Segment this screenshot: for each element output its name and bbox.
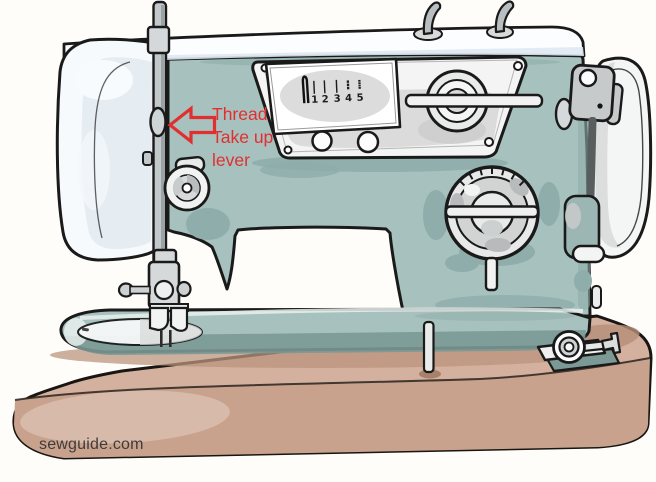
- hand-crank: [536, 330, 622, 373]
- thread-guide: [142, 151, 153, 166]
- bed-support-pin: [422, 320, 435, 374]
- panel-screw: [283, 145, 293, 155]
- panel-button-left: [311, 130, 333, 152]
- clamp-thumbscrew-right: [176, 280, 192, 298]
- rod-bracket: [146, 25, 171, 55]
- spool-pin-left: [413, 1, 443, 41]
- presser-foot: [148, 306, 170, 332]
- pattern-selector-dial: [444, 165, 540, 292]
- control-panel: | | | ⁝ ⁞ 1 2 3 4 5: [251, 55, 544, 160]
- stitch-mark: |: [322, 79, 327, 94]
- dial-ticks: [459, 168, 525, 187]
- feed-slot: [81, 327, 89, 332]
- needle: [169, 330, 172, 347]
- annotation-line: Thread: [212, 104, 268, 124]
- knob-lever-bar: [404, 93, 544, 108]
- annotation-line: lever: [212, 150, 250, 170]
- stitch-number: 3: [333, 94, 340, 105]
- stitch-mark: |: [334, 79, 339, 94]
- spool-pin-right: [486, 0, 515, 39]
- watermark-text: sewguide.com: [39, 436, 144, 453]
- base-seam: [14, 357, 651, 401]
- stitch-mark: ⁞: [357, 78, 363, 93]
- dial-stem: [484, 256, 499, 292]
- stitch-number: 5: [356, 93, 363, 104]
- left-arrow-icon: [167, 105, 217, 145]
- presser-foot: [169, 306, 189, 332]
- panel-screw: [484, 137, 494, 147]
- crank-handle: [600, 331, 622, 355]
- stitch-number: 1: [311, 95, 318, 106]
- presser-lifter-stub: [571, 244, 606, 264]
- thread-take-up-lever: [149, 106, 167, 138]
- needle: [160, 330, 163, 347]
- needle-bar-rod: [117, 0, 192, 347]
- stitch-selector-knob: [404, 69, 544, 133]
- stitch-number: 2: [321, 94, 328, 105]
- panel-screw: [513, 61, 523, 71]
- annotation-thread-take-up-label: Thread Take up lever: [212, 103, 273, 172]
- tension-dial: [163, 155, 211, 212]
- dial-handle-bar: [444, 205, 540, 219]
- window-pointer: [301, 75, 310, 104]
- drive-belt: [586, 116, 597, 200]
- stitch-mark: ⁝: [345, 78, 351, 93]
- stitch-mark: |: [311, 80, 316, 95]
- machine-bed: [59, 307, 592, 355]
- annotation-line: Take up: [212, 127, 274, 147]
- panel-button-right: [356, 130, 380, 154]
- stitch-length-window: | | | ⁝ ⁞ 1 2 3 4 5: [264, 57, 402, 136]
- bobbin-winder: [554, 63, 624, 309]
- top-cover-strip: [62, 25, 586, 66]
- face-plate: [55, 37, 161, 262]
- stitch-number: 4: [345, 93, 352, 104]
